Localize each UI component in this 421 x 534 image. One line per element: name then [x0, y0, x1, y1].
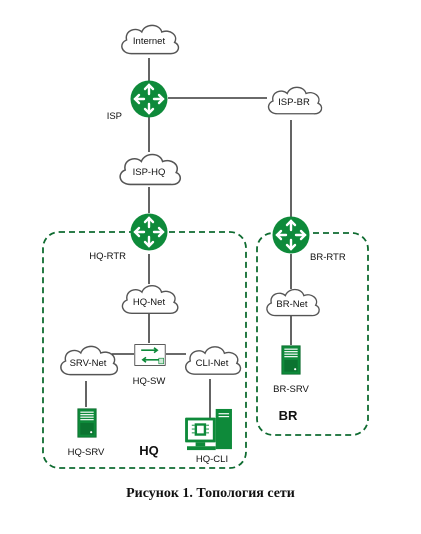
isp-label: ISP: [107, 111, 122, 122]
isp-br-node: ISP-BR: [267, 86, 323, 115]
br-srv-label: BR-SRV: [273, 384, 309, 395]
br-srv-server-icon: [281, 345, 301, 375]
cli-net-label: CLI-Net: [196, 358, 229, 369]
figure-caption: Рисунок 1. Топология сети: [126, 486, 295, 501]
srv-net-label: SRV-Net: [70, 358, 107, 369]
hq-cli-workstation-icon: [184, 408, 233, 451]
br-net-node: BR-Net: [266, 288, 320, 317]
hq-cli-label: HQ-CLI: [196, 454, 228, 465]
br-rtr-node: BR-RTR: [271, 215, 346, 263]
isp-router-icon: [129, 79, 169, 119]
isp-node: ISP: [107, 79, 169, 122]
isp-hq-label: ISP-HQ: [133, 167, 166, 178]
network-links: [85, 58, 292, 418]
hq-srv-server-icon: [77, 408, 97, 438]
hq-sw-node: HQ-SW: [133, 343, 166, 387]
switch-icon: [134, 343, 166, 367]
internet-node: Internet: [121, 24, 180, 55]
br-rtr-label: BR-RTR: [310, 252, 346, 263]
hq-cli-node: HQ-CLI: [184, 408, 233, 465]
hq-rtr-node: HQ-RTR: [89, 212, 169, 262]
hq-rtr-router-icon: [129, 212, 169, 252]
isp-br-label: ISP-BR: [278, 97, 310, 108]
isp-hq-node: ISP-HQ: [119, 153, 182, 186]
hq-srv-label: HQ-SRV: [68, 447, 105, 458]
hq-srv-node: HQ-SRV: [68, 408, 105, 458]
internet-label: Internet: [133, 36, 166, 47]
hq-net-node: HQ-Net: [121, 284, 179, 315]
cli-net-node: CLI-Net: [184, 346, 242, 376]
br-group-label: BR: [279, 408, 298, 423]
hq-rtr-label: HQ-RTR: [89, 251, 126, 262]
br-net-label: BR-Net: [276, 299, 308, 310]
srv-net-node: SRV-Net: [60, 345, 119, 376]
hq-sw-label: HQ-SW: [133, 376, 166, 387]
br-srv-node: BR-SRV: [273, 345, 310, 395]
hq-group-label: HQ: [139, 443, 159, 458]
br-rtr-router-icon: [271, 215, 311, 255]
br-group-boundary: [256, 232, 369, 436]
hq-net-label: HQ-Net: [133, 297, 166, 308]
